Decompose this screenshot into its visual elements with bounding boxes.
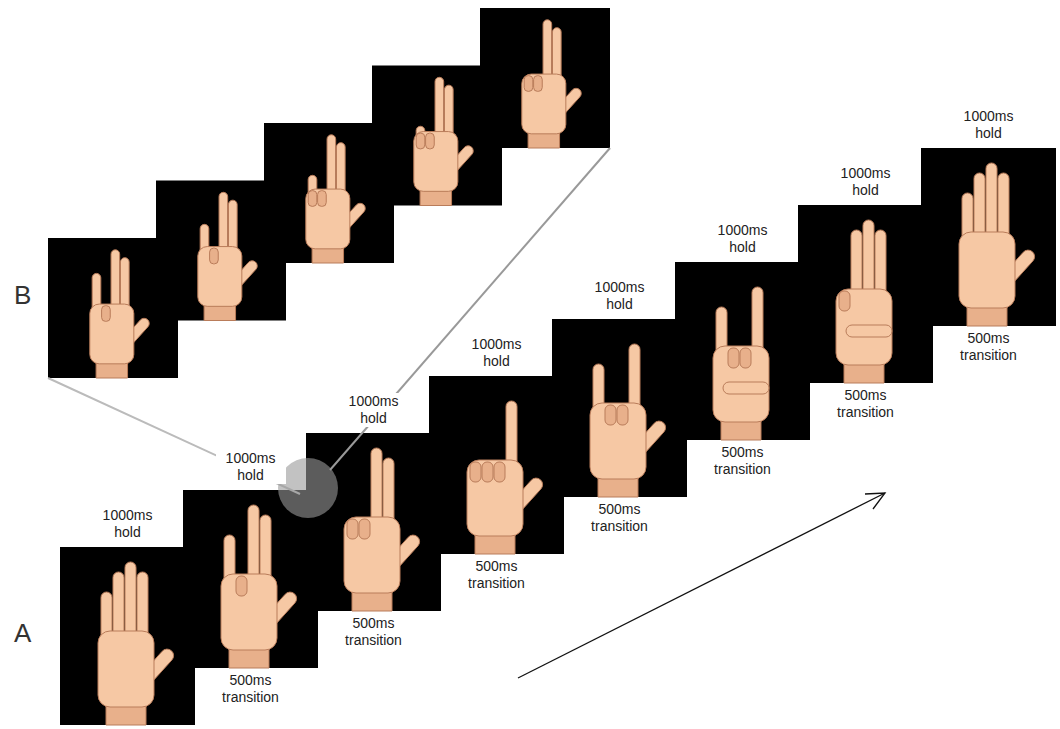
hand-figure <box>467 401 545 554</box>
hand-figure <box>590 344 668 497</box>
zoom-line <box>48 378 300 494</box>
hand-part <box>534 76 543 92</box>
hand-part <box>359 519 370 539</box>
panel-letter: A <box>14 620 31 646</box>
panel-background <box>798 205 933 383</box>
hand-panel <box>798 205 933 383</box>
panel-background <box>306 433 441 611</box>
hold-label: 1000ms hold <box>216 450 286 484</box>
panel-background <box>429 376 564 554</box>
hand-part <box>198 247 242 307</box>
hand-figure <box>344 448 422 611</box>
hand-part <box>723 382 769 394</box>
panel-background <box>183 490 318 668</box>
hand-part <box>482 462 493 482</box>
transition-label: 500ms transition <box>831 387 901 421</box>
hand-part <box>836 289 892 365</box>
hand-part <box>306 189 350 249</box>
hand-figure <box>836 220 892 383</box>
hand-part <box>416 133 425 149</box>
hand-part <box>590 403 646 479</box>
hand-part <box>617 405 628 425</box>
direction-arrow <box>518 493 885 678</box>
hand-figure <box>522 20 584 148</box>
sequence-a <box>60 148 1056 725</box>
zoom-line <box>330 148 610 470</box>
hand-panel <box>429 376 564 554</box>
hold-label: 1000ms hold <box>93 507 163 541</box>
hand-part <box>210 248 219 264</box>
hold-label: 1000ms hold <box>339 393 409 427</box>
zoom-circle <box>278 458 338 518</box>
hand-part <box>102 306 111 322</box>
transition-label: 500ms transition <box>339 615 409 649</box>
transition-label: 500ms transition <box>708 444 778 478</box>
hand-panel <box>921 148 1056 326</box>
hand-part <box>522 74 566 134</box>
hand-part <box>839 291 850 311</box>
hand-part <box>524 76 533 92</box>
hand-figure <box>306 135 368 263</box>
sequence-b <box>48 8 610 378</box>
hand-figure <box>90 250 152 378</box>
panel-background <box>60 547 195 725</box>
hand-part <box>846 325 892 337</box>
hold-label: 1000ms hold <box>585 279 655 313</box>
hand-figure <box>98 562 176 725</box>
hand-part <box>308 191 317 207</box>
hand-part <box>959 232 1015 308</box>
hand-part <box>414 132 458 192</box>
hand-panel <box>480 8 610 148</box>
hand-figure <box>221 505 299 668</box>
hand-panel <box>60 547 195 725</box>
hand-part <box>221 574 277 650</box>
hand-panel <box>675 262 810 440</box>
hand-part <box>740 348 751 368</box>
panel-letter: B <box>14 282 31 308</box>
transition-label: 500ms transition <box>216 672 286 706</box>
hand-part <box>98 631 154 707</box>
hand-part <box>344 517 400 593</box>
panel-background <box>675 262 810 440</box>
transition-label: 500ms transition <box>585 501 655 535</box>
hold-label: 1000ms hold <box>954 108 1024 142</box>
hand-part <box>318 191 327 207</box>
hand-part <box>426 133 435 149</box>
hand-part <box>90 304 134 364</box>
hand-part <box>467 460 523 536</box>
hand-part <box>494 462 505 482</box>
hand-part <box>728 348 739 368</box>
hand-part <box>347 519 358 539</box>
panel-background <box>552 319 687 497</box>
hand-figure <box>713 287 769 440</box>
panel-background <box>480 8 610 148</box>
hand-figure <box>414 77 476 205</box>
hand-figure <box>959 163 1037 326</box>
hold-label: 1000ms hold <box>708 222 778 256</box>
hand-part <box>605 405 616 425</box>
transition-label: 500ms transition <box>462 558 532 592</box>
hand-panel <box>183 490 318 668</box>
transition-label: 500ms transition <box>954 330 1024 364</box>
hand-part <box>236 576 247 596</box>
hand-panel <box>306 433 441 611</box>
hand-part <box>470 462 481 482</box>
hold-label: 1000ms hold <box>831 165 901 199</box>
hold-label: 1000ms hold <box>462 336 532 370</box>
panel-background <box>921 148 1056 326</box>
hand-panel <box>552 319 687 497</box>
hand-part <box>713 346 769 422</box>
hand-figure <box>198 192 260 320</box>
